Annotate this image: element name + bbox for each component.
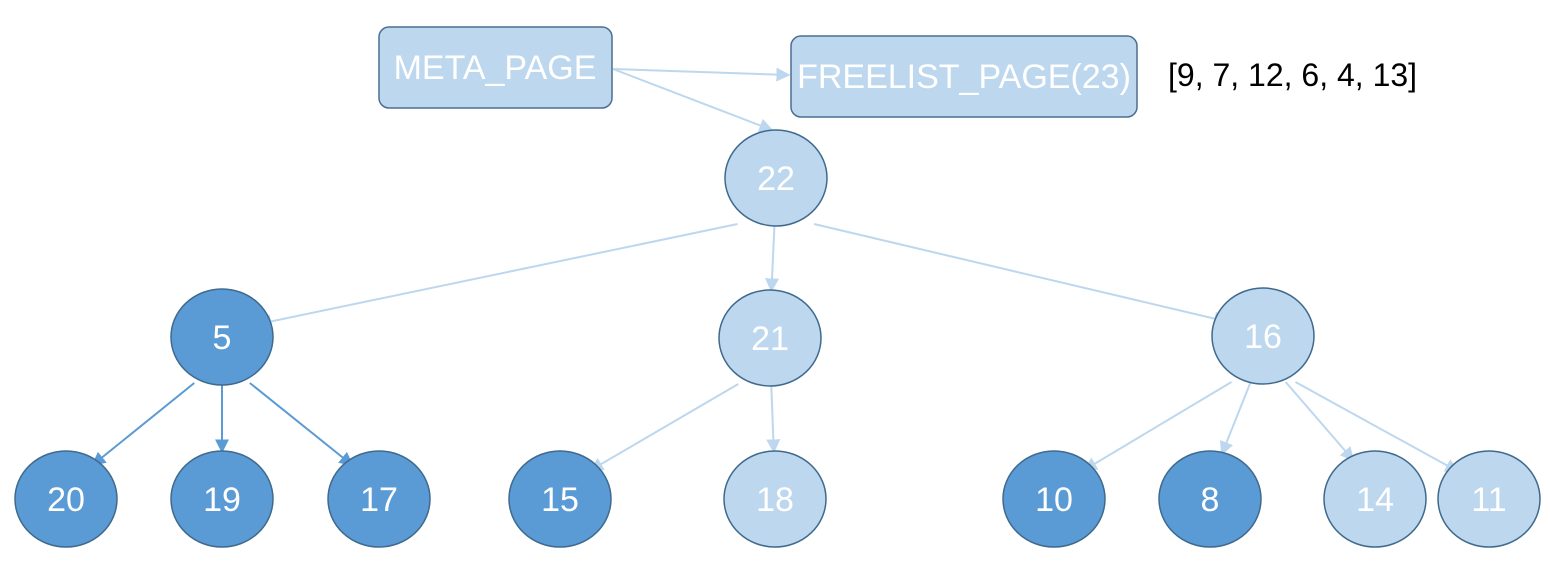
- meta-page-label: META_PAGE: [394, 49, 597, 87]
- node-circle: [1437, 450, 1541, 548]
- edge-n16-to-n11: [1294, 381, 1460, 473]
- edges: [91, 67, 1460, 473]
- tree-node-10: 10: [1002, 450, 1106, 548]
- nodes: 22 5 21 16 20 19 17 15 18 10 8 14 11: [14, 129, 1541, 548]
- node-circle: [1158, 450, 1262, 548]
- edge-meta-to-freelist: [612, 67, 791, 82]
- edge-n21-to-n15: [589, 383, 739, 472]
- tree-node-11: 11: [1437, 450, 1541, 548]
- node-label: 18: [756, 481, 794, 519]
- freelist-page-rect: [790, 35, 1138, 118]
- meta-page-rect: [378, 26, 613, 109]
- node-label: 15: [541, 481, 579, 519]
- node-circle: [724, 129, 828, 227]
- edge-n16-to-n8: [1219, 381, 1252, 456]
- tree-node-15: 15: [508, 450, 612, 548]
- tree-node-5: 5: [170, 288, 274, 386]
- node-circle: [1323, 450, 1427, 548]
- tree-node-20: 20: [14, 450, 118, 548]
- tree-node-8: 8: [1158, 450, 1262, 548]
- node-label: 8: [1201, 481, 1220, 519]
- meta-page-box: META_PAGE: [378, 26, 613, 109]
- edge-n16-to-n10: [1082, 381, 1232, 471]
- node-label: 5: [213, 319, 232, 357]
- node-label: 11: [1471, 481, 1506, 519]
- tree-node-16: 16: [1211, 287, 1315, 385]
- node-circle: [723, 450, 827, 548]
- tree-node-18: 18: [723, 450, 827, 548]
- tree-node-22: 22: [724, 129, 828, 227]
- node-label: 22: [757, 160, 795, 198]
- node-label: 21: [751, 320, 789, 358]
- node-circle: [508, 450, 612, 548]
- node-circle: [1002, 450, 1106, 548]
- edge-n22-to-n5: [257, 223, 738, 329]
- edge-n5-to-n20: [91, 382, 195, 466]
- node-label: 10: [1035, 481, 1073, 519]
- tree-node-17: 17: [327, 450, 431, 548]
- edge-meta-to-n22: [612, 68, 774, 133]
- edge-n21-to-n18: [766, 383, 781, 454]
- node-circle: [327, 450, 431, 548]
- node-label: 20: [47, 481, 85, 519]
- node-label: 19: [203, 481, 241, 519]
- tree-node-19: 19: [170, 450, 274, 548]
- node-label: 17: [360, 481, 398, 519]
- freelist-page-box: FREELIST_PAGE(23): [790, 35, 1138, 118]
- node-label: 16: [1244, 318, 1282, 356]
- tree-node-14: 14: [1323, 450, 1427, 548]
- edge-n16-to-n14: [1284, 381, 1355, 462]
- edge-n5-to-n17: [249, 382, 354, 467]
- node-circle: [170, 450, 274, 548]
- node-circle: [170, 288, 274, 386]
- freelist-page-label: FREELIST_PAGE(23): [797, 58, 1131, 96]
- node-circle: [1211, 287, 1315, 385]
- tree-node-21: 21: [718, 289, 822, 387]
- edge-n22-to-n21: [765, 223, 780, 293]
- node-label: 14: [1356, 481, 1394, 519]
- node-circle: [718, 289, 822, 387]
- freelist-contents: [9, 7, 12, 6, 4, 13]: [1168, 57, 1417, 93]
- edge-n22-to-n16: [813, 223, 1228, 326]
- node-circle: [14, 450, 118, 548]
